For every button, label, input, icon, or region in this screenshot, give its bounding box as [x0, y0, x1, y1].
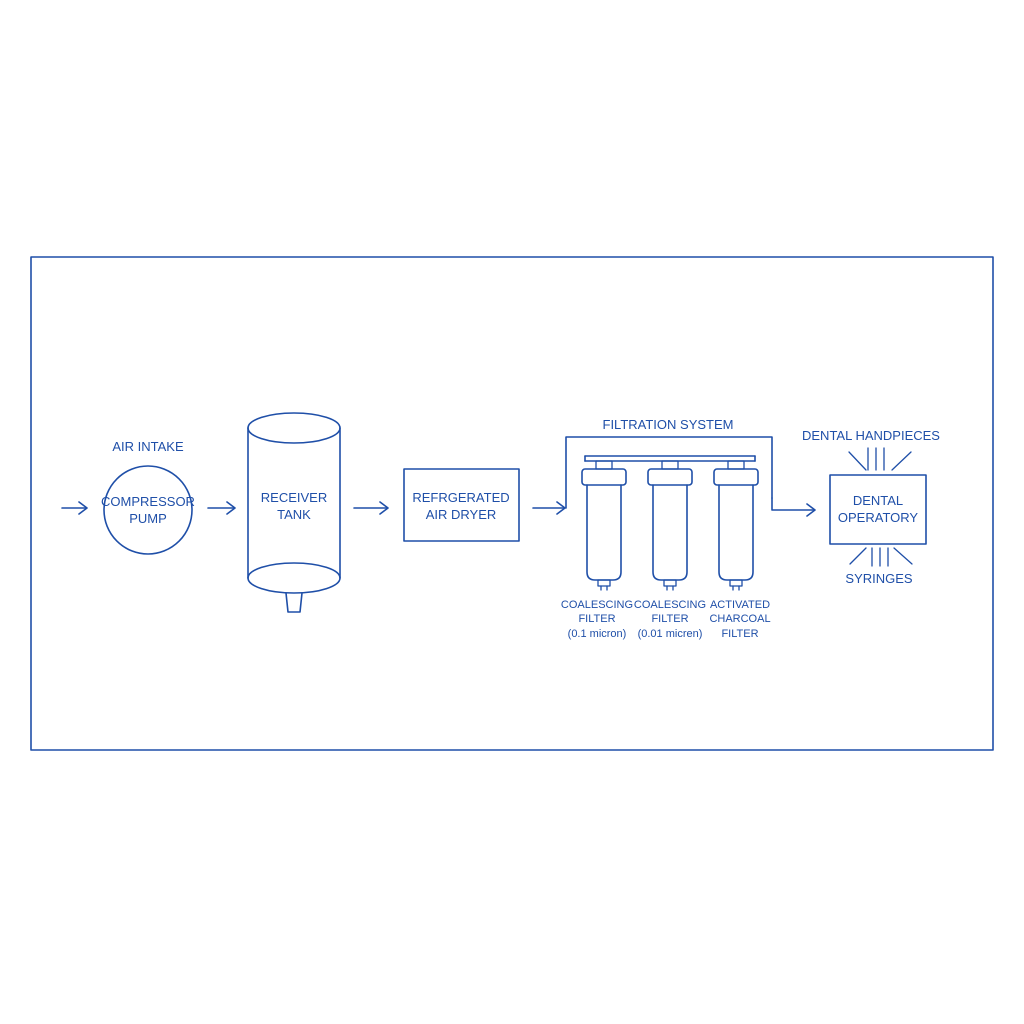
diagram-frame: [30, 256, 994, 751]
dental-operatory-box: [829, 474, 927, 545]
filter3-label-line3: FILTER: [721, 628, 758, 640]
filter1-label-line2: FILTER: [578, 613, 615, 625]
air-intake-label: AIR INTAKE: [112, 439, 184, 454]
dryer-label-line1: REFRGERATED: [412, 490, 509, 505]
compressor-label-line2: PUMP: [129, 511, 167, 526]
syringe-lines: [849, 547, 913, 567]
handpiece-lines: [848, 447, 912, 471]
receiver-label-line1: RECEIVER: [261, 490, 327, 505]
filter2-label-line3: (0.01 micren): [638, 628, 703, 640]
filter3-label-line2: CHARCOAL: [709, 613, 770, 625]
filtration-system-label: FILTRATION SYSTEM: [603, 417, 734, 432]
filter1-label-line3: (0.1 micron): [568, 628, 627, 640]
receiver-tank: [247, 412, 341, 613]
handpieces-label: DENTAL HANDPIECES: [802, 428, 940, 443]
arrow-compressor-to-tank: [207, 501, 236, 515]
arrow-tank-to-dryer: [353, 501, 389, 515]
operatory-label-line2: OPERATORY: [838, 510, 919, 525]
dryer-label-line2: AIR DRYER: [426, 507, 497, 522]
filtration-system-bracket: [565, 436, 773, 509]
compressor-label-line1: COMPRESSOR: [101, 494, 195, 509]
activated-charcoal-filter: [713, 460, 759, 591]
operatory-label-line1: DENTAL: [853, 493, 903, 508]
coalescing-filter-0-01-micron: [647, 460, 693, 591]
syringes-label: SYRINGES: [845, 571, 913, 586]
arrow-intake: [61, 501, 88, 515]
arrow-filters-to-operatory: [771, 497, 816, 517]
arrow-dryer-to-filters: [532, 501, 566, 515]
receiver-label-line2: TANK: [277, 507, 311, 522]
air-dryer-box: [403, 468, 520, 542]
filter2-label-line1: COALESCING: [634, 599, 706, 611]
filter2-label-line2: FILTER: [651, 613, 688, 625]
filter1-label-line1: COALESCING: [561, 599, 633, 611]
coalescing-filter-0-1-micron: [581, 460, 627, 591]
filter-manifold: [584, 455, 756, 462]
compressor-pump: [103, 465, 193, 555]
filter3-label-line1: ACTIVATED: [710, 599, 770, 611]
